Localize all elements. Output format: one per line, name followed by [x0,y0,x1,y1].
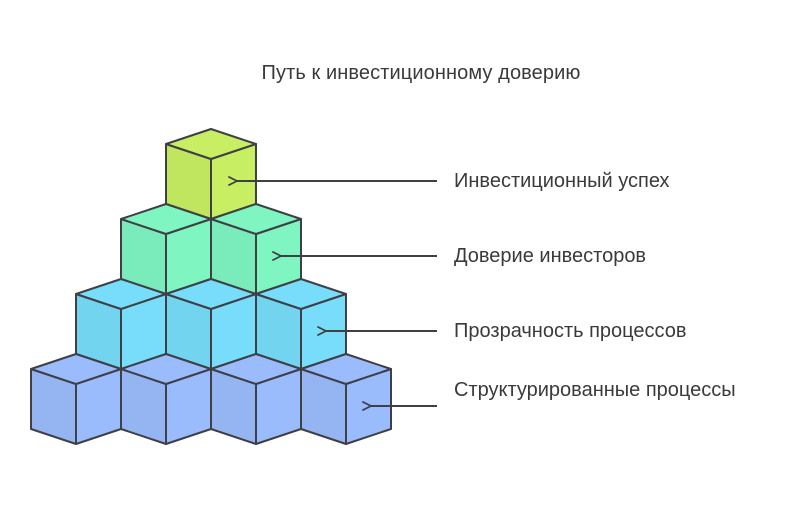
cube [165,128,257,220]
cube-stack [30,128,392,445]
level-label-structured-processes: Структурированные процессы [454,379,736,401]
cube [255,278,347,370]
cube [120,203,212,295]
cube [210,353,302,445]
cube [210,203,302,295]
cube [165,278,257,370]
cube-top-face [165,278,257,310]
cube-top-face [75,278,167,310]
cube [120,353,212,445]
cube [30,353,122,445]
cube-top-face [300,353,392,385]
cube-top-face [210,203,302,235]
cube [75,278,167,370]
cube-top-face [210,353,302,385]
cube-top-face [165,128,257,160]
cube-top-face [120,203,212,235]
level-label-investor-trust: Доверие инвесторов [454,245,647,267]
level-label-process-transparency: Прозрачность процессов [454,320,687,342]
connector-arrows [228,176,437,411]
cube-top-face [255,278,347,310]
cube-top-face [30,353,122,385]
cube [300,353,392,445]
diagram-title: Путь к инвестиционному доверию [261,62,581,84]
level-label-investment-success: Инвестиционный успех [454,170,670,192]
cube-top-face [120,353,212,385]
